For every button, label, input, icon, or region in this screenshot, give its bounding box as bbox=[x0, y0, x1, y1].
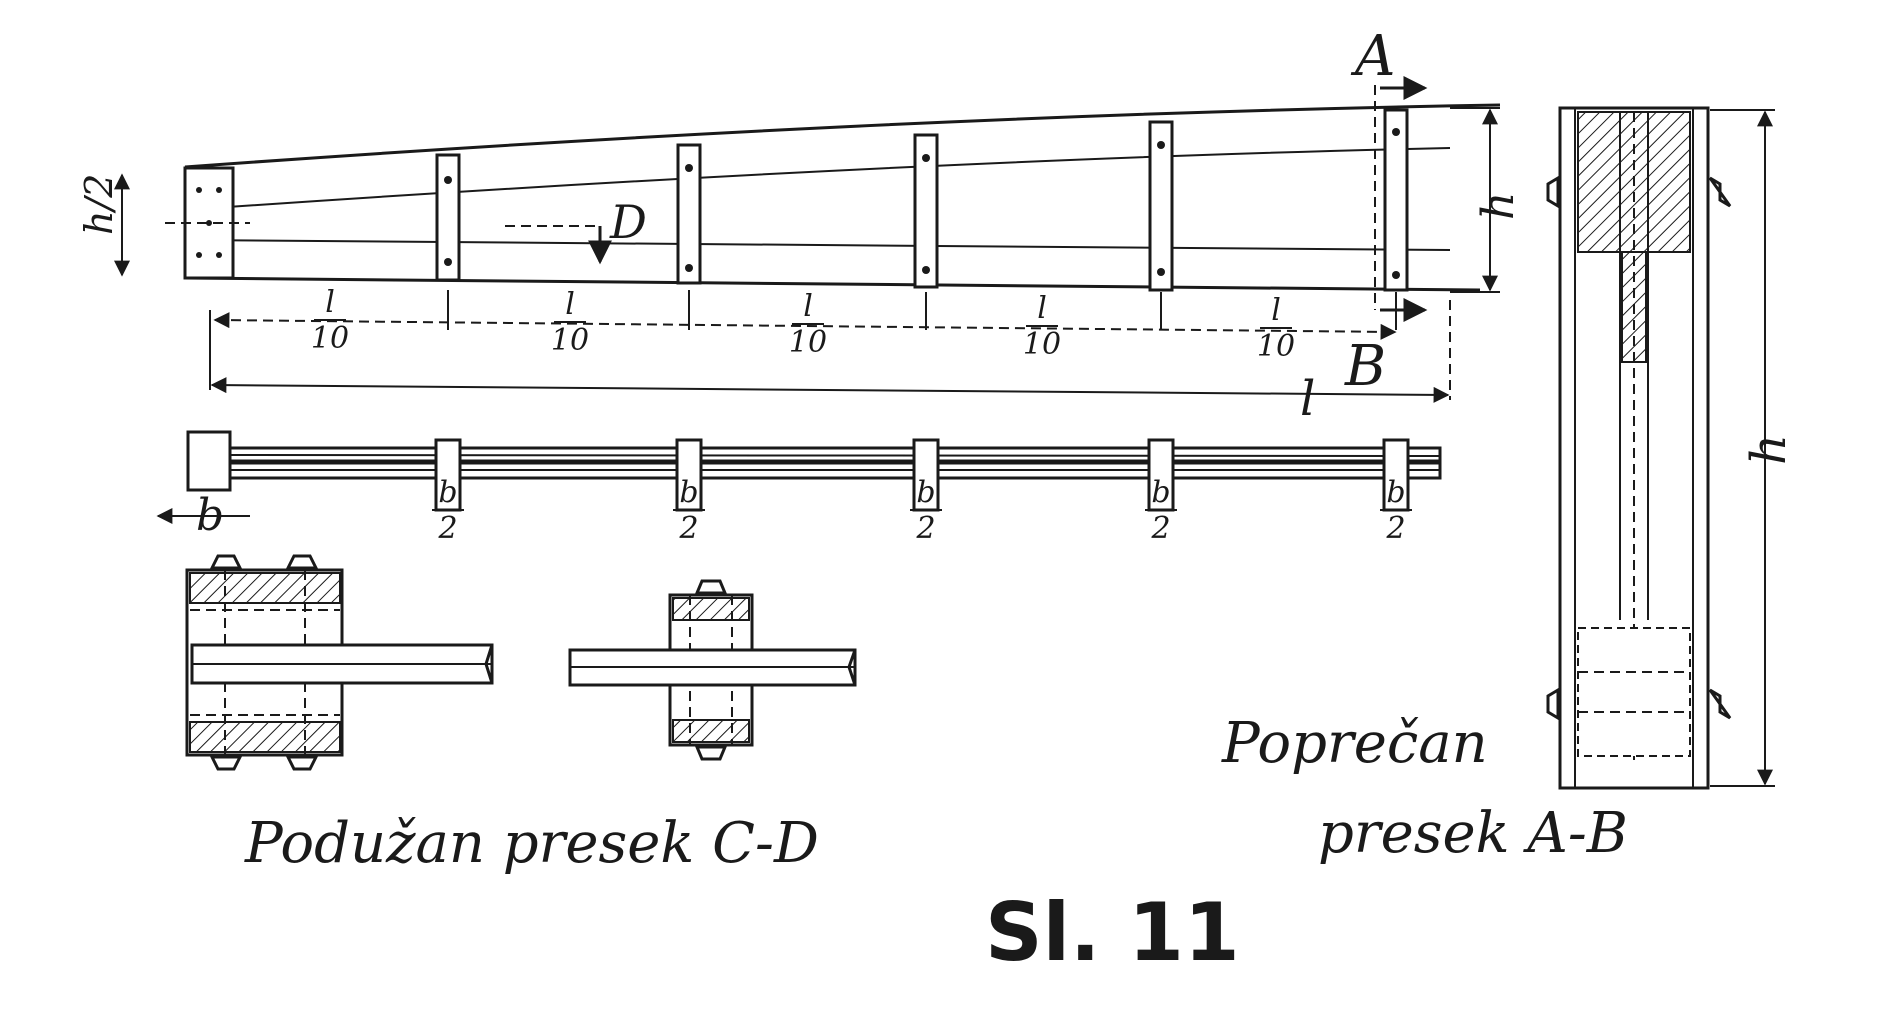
section-label-d: D bbox=[609, 195, 647, 249]
figure-number: Sl. 11 bbox=[985, 886, 1240, 979]
half-height-label: h/2 bbox=[77, 174, 121, 235]
spacing-fraction-denominator: 10 bbox=[789, 325, 827, 360]
length-label: l bbox=[1300, 371, 1315, 427]
lower-chord bbox=[184, 239, 1451, 251]
vertical-post bbox=[913, 133, 939, 289]
spacing-fraction: l10 bbox=[1023, 291, 1061, 362]
longitudinal-section: Podužan presek C-D bbox=[185, 554, 857, 876]
half-width-fraction-numerator: b bbox=[1386, 475, 1405, 510]
half-width-fraction-denominator: 2 bbox=[678, 511, 698, 546]
vertical-post bbox=[676, 143, 702, 285]
section-label-b: B bbox=[1344, 334, 1386, 399]
half-width-fraction-numerator: b bbox=[1151, 475, 1170, 510]
spacing-fraction: l10 bbox=[311, 285, 349, 356]
half-width-fraction-denominator: 2 bbox=[1150, 511, 1170, 546]
spacing-fraction-denominator: 10 bbox=[1257, 329, 1295, 364]
elevation-view: A B D h h/2 bbox=[77, 24, 1524, 399]
half-width-fraction-denominator: 2 bbox=[1385, 511, 1405, 546]
section-label-a: A bbox=[1350, 24, 1395, 89]
vertical-post bbox=[435, 153, 461, 282]
spacing-fraction-denominator: 10 bbox=[311, 321, 349, 356]
caption-cross-line2: presek A-B bbox=[1318, 801, 1628, 866]
caption-longitudinal: Podužan presek C-D bbox=[244, 811, 819, 876]
spacing-fraction: l10 bbox=[551, 287, 589, 358]
spacing-fraction-numerator: l bbox=[803, 289, 813, 324]
verticals bbox=[435, 108, 1409, 292]
width-label: b bbox=[196, 490, 224, 541]
spacing-fraction: l10 bbox=[789, 289, 827, 360]
middle-chord bbox=[184, 147, 1451, 211]
total-length-dimension: l bbox=[210, 371, 1450, 427]
half-width-fraction-numerator: b bbox=[679, 475, 698, 510]
half-width-fraction: b2 bbox=[673, 475, 705, 546]
cross-section: h Poprečan presek A-B bbox=[1221, 106, 1797, 866]
spacing-fraction-numerator: l bbox=[1037, 291, 1047, 326]
spacing-fraction-numerator: l bbox=[565, 287, 575, 322]
end-block-plan bbox=[186, 430, 232, 492]
spacing-fraction: l10 bbox=[1257, 293, 1295, 364]
spacing-fraction-denominator: 10 bbox=[551, 323, 589, 358]
half-width-fraction: b2 bbox=[1145, 475, 1177, 546]
caption-cross-line1: Poprečan bbox=[1221, 711, 1488, 776]
spacing-fraction-numerator: l bbox=[325, 285, 335, 320]
half-width-fraction-numerator: b bbox=[916, 475, 935, 510]
height-label: h bbox=[1473, 192, 1524, 220]
half-width-fraction-denominator: 2 bbox=[915, 511, 935, 546]
half-width-fraction: b2 bbox=[432, 475, 464, 546]
plan-splices bbox=[434, 438, 1410, 512]
half-width-fraction-numerator: b bbox=[438, 475, 457, 510]
bottom-chord bbox=[184, 276, 1481, 292]
spacing-fraction-numerator: l bbox=[1271, 293, 1281, 328]
height-label-cross: h bbox=[1741, 434, 1797, 465]
half-width-fraction: b2 bbox=[1380, 475, 1412, 546]
plan-view: b bbox=[156, 430, 1442, 541]
vertical-post bbox=[1383, 108, 1409, 292]
top-chord bbox=[184, 103, 1501, 169]
half-width-fraction-denominator: 2 bbox=[437, 511, 457, 546]
half-width-fraction: b2 bbox=[910, 475, 942, 546]
vertical-post bbox=[1148, 120, 1174, 292]
spacing-dimensions bbox=[209, 290, 1451, 400]
spacing-fraction-denominator: 10 bbox=[1023, 327, 1061, 362]
